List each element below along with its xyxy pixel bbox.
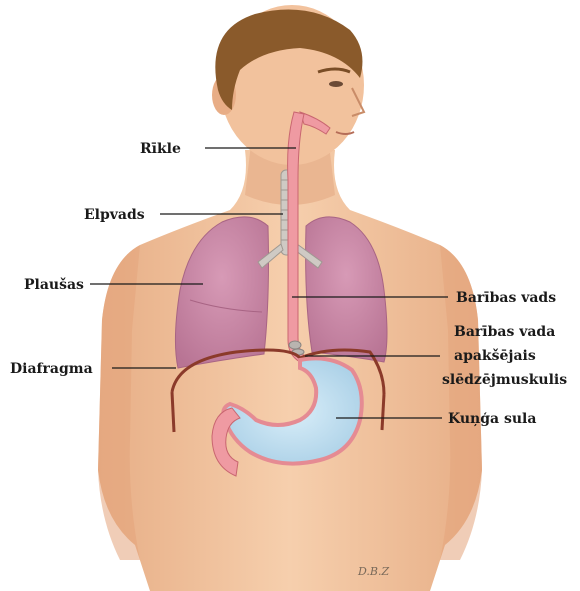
label-les-line2: apakšējais: [454, 348, 536, 364]
label-gastric-juice: Kuņģa sula: [448, 411, 536, 427]
label-lungs: Plaušas: [24, 277, 84, 293]
diaphragm-left-edge: [172, 392, 174, 432]
eye: [329, 81, 343, 87]
label-trachea: Elpvads: [84, 207, 145, 223]
diaphragm-right-edge: [382, 394, 384, 430]
label-diaphragm: Diafragma: [10, 361, 93, 377]
label-les-line3: slēdzējmuskulis: [442, 372, 567, 388]
label-esophagus: Barības vads: [456, 290, 556, 306]
artist-signature: D.B.Z: [357, 565, 390, 578]
label-pharynx: Rīkle: [140, 141, 181, 157]
label-les-line1: Barības vada: [454, 324, 555, 340]
